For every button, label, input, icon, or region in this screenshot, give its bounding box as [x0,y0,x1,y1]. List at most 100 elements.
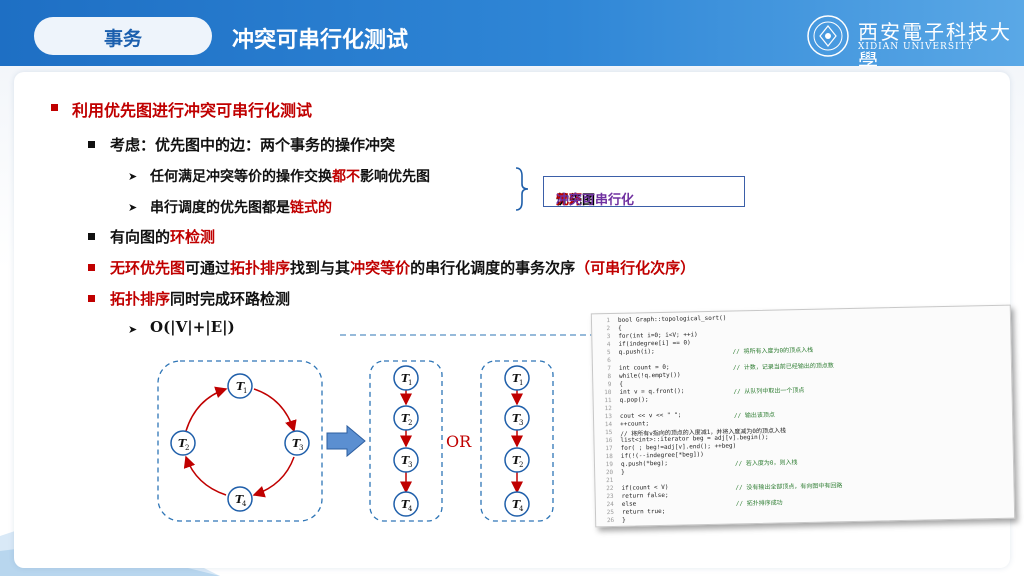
code-line: int v = q.front(); [619,387,685,396]
code-line: } [621,468,625,476]
node-t2: T2 [504,447,530,473]
connector-line [340,334,595,336]
complexity-formula: O(|V|+|E|) [150,318,235,336]
node-t4: T4 [393,491,419,517]
code-line-number: 18 [605,452,613,461]
header-bar: 事务 冲突可串行化测试 西安電子科技大學 XIDIAN UNIVERSITY [0,0,1024,73]
edge-t1-t3 [253,388,297,433]
code-comment: // 从队列中取出一个顶点 [733,386,805,396]
university-name-cn: 西安電子科技大學 [858,20,1012,73]
edge-t2-t1 [185,386,228,432]
code-line: while(!q.empty()) [619,371,681,380]
bullet-1-1: 考虑：优先图中的边：两个事务的操作冲突 [110,136,396,154]
edge-t3-t4 [252,456,295,498]
node-t2: T2 [393,405,419,431]
svg-text:2: 2 [519,461,523,469]
code-line: ++count; [620,420,650,428]
arrow-bullet-icon: ➤ [128,201,138,214]
svg-text:3: 3 [299,444,303,452]
svg-text:3: 3 [408,461,412,469]
node-t3: T3 [284,430,310,456]
code-line-number: 4 [606,341,611,349]
brace-icon [515,167,529,211]
svg-text:1: 1 [519,379,523,387]
right-arrow-icon [326,424,366,458]
node-t2: T2 [170,430,196,456]
svg-text:4: 4 [408,505,413,513]
code-line-number: 9 [607,381,612,389]
code-line: if(!(--indegree[*beg])) [620,451,704,460]
bullet-square-icon [88,295,95,302]
bullet-square-icon [51,104,58,111]
bullet-2: 有向图的环检测 [110,228,216,246]
bullet-1-1-1: 任何满足冲突等价的操作交换都不影响优先图 [150,169,430,185]
code-line: return false; [621,491,669,500]
node-t1: T1 [227,373,253,399]
svg-text:4: 4 [519,505,524,513]
bullet-4: 拓扑排序同时完成环路检测 [110,290,291,308]
graph-box [157,360,323,522]
svg-text:T: T [512,412,521,425]
code-line-number: 26 [606,516,615,525]
slide-title: 冲突可串行化测试 [232,28,409,53]
code-line: if(indegree[i] == 0) [618,339,691,348]
node-t1: T1 [393,365,419,391]
bullet-1: 利用优先图进行冲突可串行化测试 [72,101,313,120]
section-label: 事务 [103,28,142,50]
bullet-square-icon [88,141,95,148]
node-t1: T1 [504,365,530,391]
svg-text:T: T [512,498,521,511]
svg-text:T: T [292,437,301,450]
svg-text:T: T [178,437,187,450]
code-line-number: 13 [604,413,613,421]
callout-box: 优先图无环⇔冲突可串行化 [543,176,745,208]
code-comment: // 没有输出全部顶点，有向图中有回路 [735,482,843,492]
code-line: { [619,380,623,388]
node-t4: T4 [227,486,253,512]
code-line-number: 24 [606,500,614,509]
code-line-number: 23 [606,492,614,501]
code-line: q.push(*beg); [620,459,669,468]
svg-text:1: 1 [408,379,412,387]
code-line: q.pop(); [619,396,649,404]
university-emblem-icon [807,15,849,57]
node-t3: T3 [504,405,530,431]
svg-text:T: T [401,454,410,467]
code-line-number: 20 [605,468,614,477]
svg-text:T: T [401,498,410,511]
code-comment: // 将所有入度为0的顶点入栈 [732,346,814,356]
code-comment: // 输出该顶点 [733,411,775,420]
svg-text:2: 2 [408,419,412,427]
node-t3: T3 [393,447,419,473]
code-line: int count = 0; [618,363,670,372]
code-line-number: 7 [607,365,612,373]
code-line-number: 16 [605,436,613,445]
code-line-number: 10 [604,389,612,397]
code-comment: // 计数，记录当前已经输出的顶点数 [732,362,834,372]
svg-text:1: 1 [243,387,247,395]
code-line-number: 19 [605,460,614,469]
code-line-number: 12 [604,405,612,413]
or-label: OR [446,432,472,451]
arrow-bullet-icon: ➤ [128,323,138,336]
code-line-number: 1 [606,317,611,325]
bullet-1-1-2: 串行调度的优先图都是链式的 [150,200,332,216]
section-tab: 事务 [34,17,212,55]
code-line-number: 11 [604,397,612,405]
code-line: cout << v << " "; [619,411,682,420]
svg-text:T: T [236,380,245,393]
code-line: q.push(i); [618,348,655,356]
code-line-number: 17 [605,444,613,453]
svg-text:4: 4 [242,500,247,508]
svg-text:T: T [512,454,521,467]
svg-text:2: 2 [185,444,189,452]
code-comment: // 拓扑排序成功 [735,499,783,508]
arrow-bullet-icon: ➤ [128,170,138,183]
bullet-square-icon [88,264,95,271]
svg-text:T: T [512,372,521,385]
bullet-3: 无环优先图可通过拓扑排序找到与其冲突等价的串行化调度的事务次序（可串行化次序） [110,259,696,277]
edge-t4-t2 [183,455,227,496]
bullet-square-icon [88,233,95,240]
code-comment: // 若入度为0，则入栈 [734,459,798,468]
